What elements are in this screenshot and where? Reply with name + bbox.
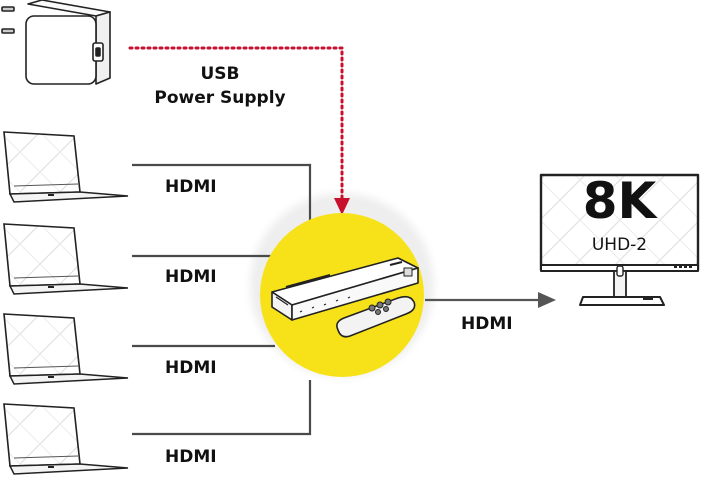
cable-label-3: HDMI — [165, 358, 217, 378]
output-arrowhead — [538, 292, 556, 308]
output-cable — [425, 292, 556, 308]
remote-control-icon — [336, 295, 416, 338]
monitor-screen-small-text: UHD-2 — [591, 235, 648, 255]
power-dotted-line — [128, 46, 344, 202]
laptop-icon-1 — [3, 131, 129, 203]
monitor-screen-big-text: 8K — [582, 172, 657, 230]
power-label-line1: USB — [200, 64, 240, 84]
cable-label-4: HDMI — [165, 447, 217, 467]
hdmi-switch-icon — [271, 257, 419, 321]
cable-line-1 — [132, 163, 312, 230]
monitor-icon — [539, 173, 700, 306]
power-label: USB Power Supply — [150, 62, 290, 110]
power-cable — [128, 46, 350, 215]
laptop-icon-3 — [3, 313, 129, 385]
power-label-line2: Power Supply — [154, 88, 286, 108]
laptop-icon-4 — [3, 403, 129, 475]
cable-line-4 — [132, 380, 312, 436]
cable-label-2: HDMI — [165, 267, 217, 287]
cable-label-1: HDMI — [165, 177, 217, 197]
laptop-icon-2 — [3, 223, 129, 295]
usb-power-adapter-icon — [1, 0, 111, 85]
output-cable-label: HDMI — [461, 314, 513, 334]
power-arrowhead — [334, 198, 350, 215]
input-cables — [132, 163, 312, 436]
